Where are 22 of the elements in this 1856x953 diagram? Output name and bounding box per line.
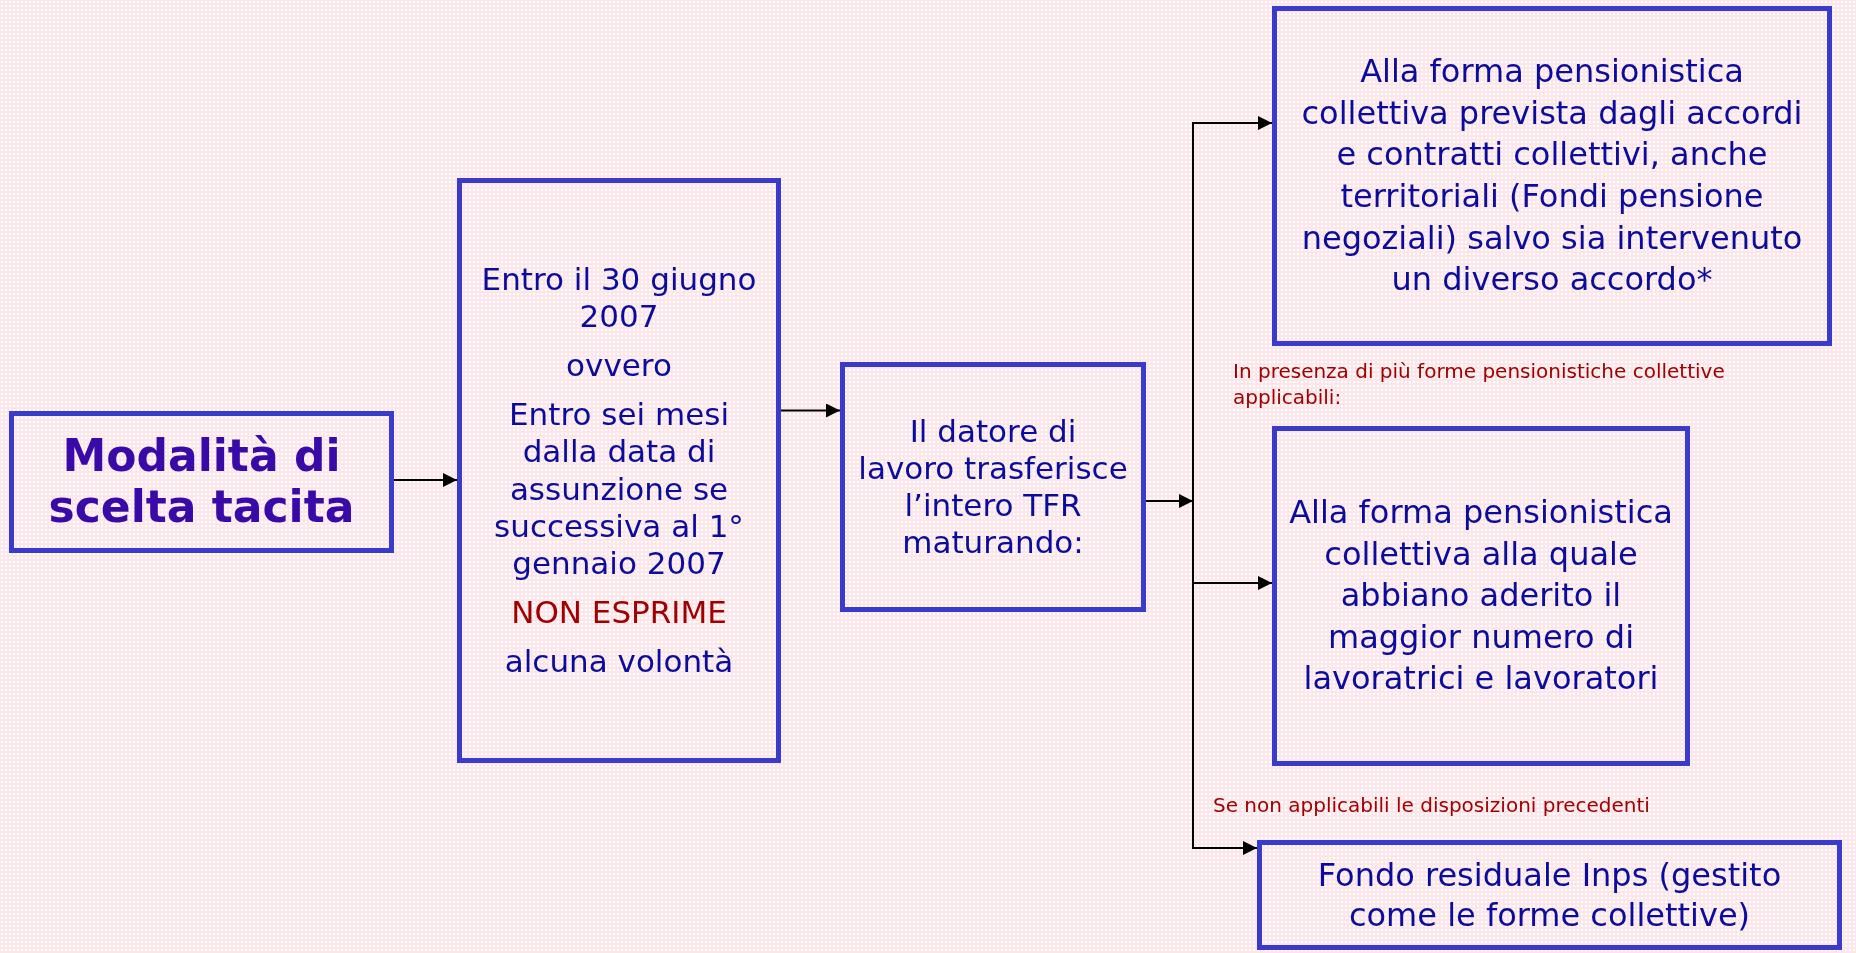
arrow <box>1192 116 1273 502</box>
process-box <box>457 178 781 763</box>
box-text: Il datore di lavoro trasferisce l’intero TFR maturando: <box>857 412 1129 562</box>
arrow <box>780 403 841 418</box>
box-text: alcuna volontà <box>504 643 734 681</box>
box-text: ovvero <box>566 346 672 385</box>
process-box <box>1272 6 1832 346</box>
process-box <box>1272 426 1690 766</box>
process-box <box>840 362 1146 612</box>
condition-note: In presenza di più forme pensionistiche collettive applicabili: <box>1233 358 1726 410</box>
process-box <box>9 411 394 553</box>
arrow <box>393 473 458 487</box>
process-box <box>1257 840 1842 950</box>
condition-note: Se non applicabili le disposizioni precedenti <box>1213 792 1651 818</box>
box-text: NON ESPRIME <box>511 594 727 632</box>
box-text: Fondo residuale Inps (gestito come le forme collettive) <box>1316 855 1783 935</box>
box-text: Modalità di scelta tacita <box>47 431 356 533</box>
arrow <box>1145 494 1194 508</box>
box-text: Alla forma pensionistica collettiva alla quale abbiano aderito il maggior numero di lavoratrici e lavoratori <box>1289 492 1673 700</box>
box-text: Entro sei mesi dalla data di assunzione se successiva al 1° gennaio 2007 <box>493 396 745 583</box>
box-text: Alla forma pensionistica collettiva prevista dagli accordi e contratti collettivi, anche territoriali (Fondi pensione negoziali) salvo sia intervenuto un diverso accordo* <box>1300 51 1804 301</box>
box-text: Entro il 30 giugno 2007 <box>480 260 758 335</box>
